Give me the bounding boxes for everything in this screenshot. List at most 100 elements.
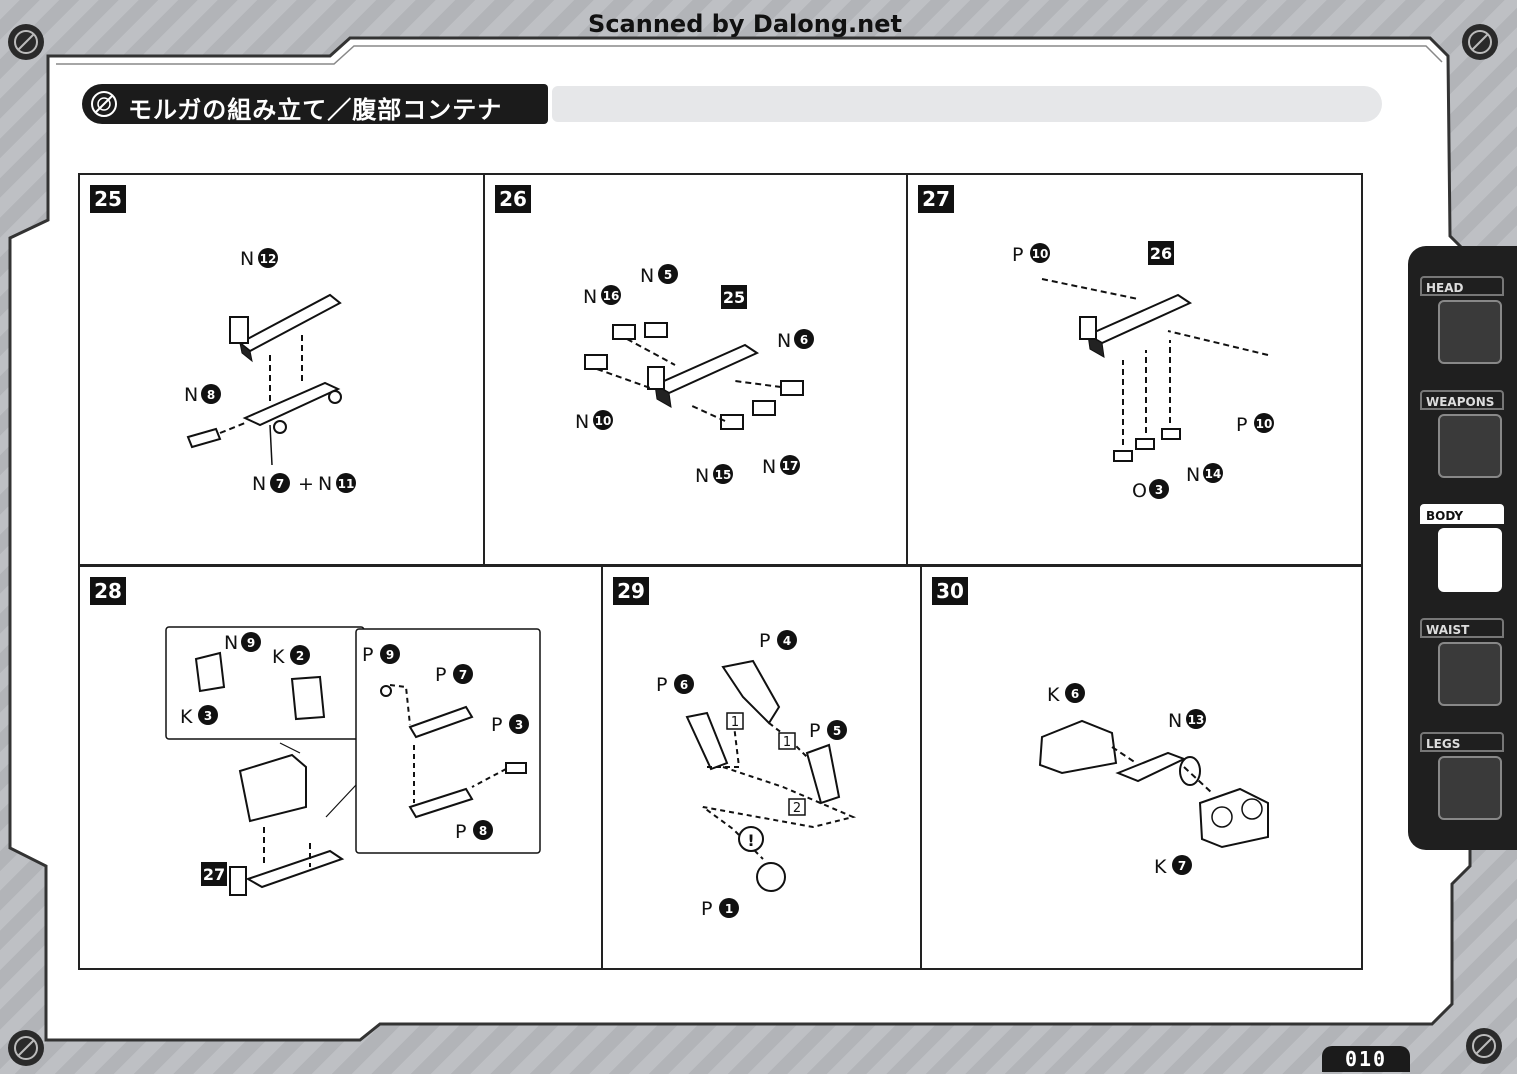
part-number: 3	[515, 718, 523, 732]
part-letter: N	[1186, 464, 1200, 486]
part-number: 5	[664, 268, 672, 282]
part-number: 3	[204, 709, 212, 723]
part-letter: N	[240, 248, 254, 270]
sequence-number: 1	[731, 715, 739, 730]
part-letter: N	[695, 465, 709, 487]
part-letter: N	[575, 411, 589, 433]
part-number: 14	[1205, 467, 1222, 481]
part-letter: N	[224, 632, 238, 654]
part-number: 9	[247, 636, 255, 650]
part-letter: O	[1132, 480, 1147, 502]
part-number: 3	[1155, 483, 1163, 497]
sidebar-item-head[interactable]: HEAD	[1420, 276, 1504, 364]
part-letter: K	[1154, 856, 1167, 878]
part-letter: K	[1047, 684, 1060, 706]
step-reference: 27	[203, 865, 225, 884]
step-panel-25: 25 N 12 N 8 N 7 + N 11	[78, 173, 485, 566]
step-panel-26: 26 N 5 N 16 25 N 6 N 10 N 15 N 17	[483, 173, 908, 566]
part-number: 17	[782, 459, 799, 473]
assembly-diagram: P 10 26 P 10 O 3 N 14	[1012, 241, 1274, 502]
sidebar-item-label: BODY	[1420, 504, 1504, 524]
sidebar-item-label: LEGS	[1420, 732, 1504, 752]
part-number: 13	[1188, 713, 1205, 727]
sidebar-item-legs[interactable]: LEGS	[1420, 732, 1504, 820]
part-letter: N	[762, 456, 776, 478]
part-letter: N	[640, 265, 654, 287]
assembly-diagram: N 9 K 2 K 3 P 9 P 7 P 3 P 8 27	[165, 626, 541, 896]
part-number: 16	[603, 289, 620, 303]
sidebar-item-label: WEAPONS	[1420, 390, 1504, 410]
part-number: 1	[725, 902, 733, 916]
step-panel-30: 30 K 6 N 13 K 7	[920, 565, 1363, 970]
part-number: 8	[207, 388, 215, 402]
part-number: 5	[833, 724, 841, 738]
part-letter: N	[184, 384, 198, 406]
part-number: 12	[260, 252, 277, 266]
part-letter: N	[252, 473, 266, 495]
sidebar-item-label: WAIST	[1420, 618, 1504, 638]
gear-icon	[8, 1030, 44, 1066]
page-number: 010	[1322, 1046, 1410, 1072]
sidebar-item-body[interactable]: BODY	[1420, 504, 1504, 592]
part-number: 11	[338, 477, 355, 491]
gear-icon	[8, 24, 44, 60]
compass-icon	[91, 91, 117, 117]
step-panel-28: 28 N 9 K 2 K 3 P 9 P 7 P 3	[78, 565, 603, 970]
page-title: モルガの組み立て／腹部コンテナ	[128, 96, 503, 124]
gear-icon	[1466, 1028, 1502, 1064]
step-number: 26	[495, 185, 531, 213]
section-title-bar: モルガの組み立て／腹部コンテナ	[82, 84, 548, 124]
part-letter: P	[362, 644, 373, 666]
part-number: 10	[1032, 247, 1049, 261]
body-icon	[1438, 528, 1502, 592]
sidebar-item-weapons[interactable]: WEAPONS	[1420, 390, 1504, 478]
legs-icon	[1438, 756, 1502, 820]
step-reference: 26	[1150, 244, 1172, 263]
step-number: 30	[932, 577, 968, 605]
step-panel-27: 27 P 10 26 P 10 O 3 N 14	[906, 173, 1363, 566]
part-letter: N	[777, 330, 791, 352]
part-letter: N	[318, 473, 332, 495]
sequence-number: 1	[783, 735, 791, 750]
part-letter: P	[1012, 244, 1023, 266]
part-number: 10	[1256, 417, 1273, 431]
weapons-icon	[1438, 414, 1502, 478]
part-letter: P	[1236, 414, 1247, 436]
gear-icon	[1462, 24, 1498, 60]
sidebar-item-label: HEAD	[1420, 276, 1504, 296]
assembly-diagram: 1 1 2 ! P 4 P 6 P 5 P 1	[656, 630, 857, 920]
step-number: 27	[918, 185, 954, 213]
part-letter: P	[435, 664, 446, 686]
part-number: 7	[459, 668, 467, 682]
part-number: 10	[595, 414, 612, 428]
part-number: 6	[1071, 687, 1079, 701]
assembly-diagram: K 6 N 13 K 7	[1038, 683, 1269, 878]
assembly-diagram: N 12 N 8 N 7 + N 11	[184, 248, 356, 495]
part-letter: K	[272, 646, 285, 668]
step-number: 25	[90, 185, 126, 213]
part-letter: P	[759, 630, 770, 652]
part-number: 9	[386, 648, 394, 662]
watermark: Scanned by Dalong.net	[588, 10, 902, 38]
part-number: 6	[680, 678, 688, 692]
part-letter: P	[491, 714, 502, 736]
plus-sign: +	[298, 473, 314, 495]
part-letter: P	[701, 898, 712, 920]
part-letter: N	[583, 286, 597, 308]
part-number: 2	[296, 649, 304, 663]
step-panel-29: 29 1 1 2 ! P 4 P 6 P 5 P 1	[601, 565, 922, 970]
sidebar-item-waist[interactable]: WAIST	[1420, 618, 1504, 706]
part-number: 4	[783, 634, 791, 648]
ghost-title-bar	[552, 86, 1382, 122]
step-number: 28	[90, 577, 126, 605]
part-letter: K	[180, 706, 193, 728]
part-number: 15	[715, 468, 732, 482]
part-number: 6	[800, 333, 808, 347]
part-number: 7	[276, 477, 284, 491]
part-number: 8	[479, 824, 487, 838]
section-sidebar: HEAD WEAPONS BODY WAIST LEGS	[1408, 246, 1517, 850]
part-letter: P	[656, 674, 667, 696]
part-number: 7	[1178, 859, 1186, 873]
part-letter: P	[809, 720, 820, 742]
head-icon	[1438, 300, 1502, 364]
